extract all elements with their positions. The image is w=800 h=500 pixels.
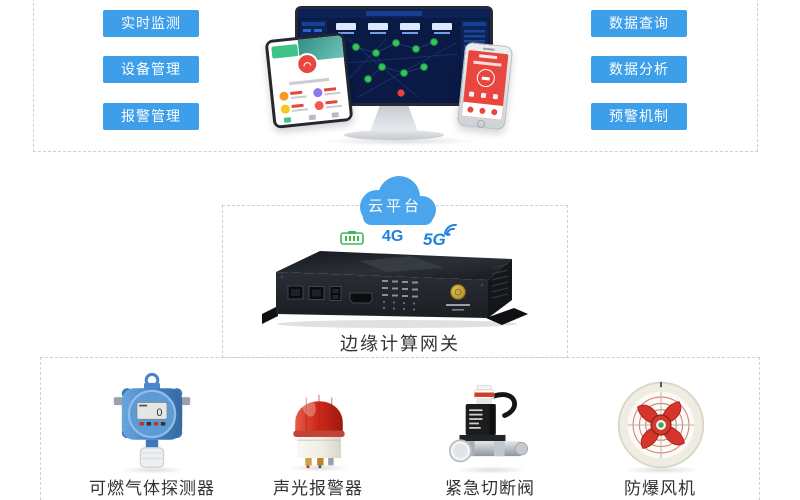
monitor-base	[344, 130, 444, 140]
phone-speaker	[482, 47, 495, 51]
fan-shadow	[622, 466, 702, 474]
phone-screen	[461, 50, 509, 120]
map-device-dots	[352, 38, 438, 83]
4g-label: 4G	[382, 228, 404, 245]
tablet-nav-icon-1	[283, 117, 292, 123]
alarm-label: 声光报警器	[273, 479, 363, 498]
tablet-device	[264, 32, 354, 129]
gateway-led-grid	[382, 280, 418, 298]
cloud-platform: 云平台	[347, 173, 443, 229]
tablet-nav-icon-3	[331, 112, 339, 118]
tablet-caption-line	[289, 77, 330, 86]
5g-signal-icon	[444, 223, 457, 236]
5g-label: 5G	[423, 230, 446, 249]
feature-chip-device-management: 设备管理	[103, 56, 199, 83]
svg-text:0: 0	[156, 407, 162, 419]
gas-detector-shadow	[120, 466, 186, 474]
feature-chip-data-query: 数据查询	[591, 10, 687, 37]
alarm-image	[293, 394, 345, 469]
tablet-screen	[267, 35, 351, 126]
phone-device	[456, 41, 514, 131]
valve-label: 紧急切断阀	[445, 479, 535, 498]
cloud-platform-label: 云平台	[367, 198, 422, 215]
gas-detector-image: 0	[113, 372, 191, 468]
fan-image	[617, 381, 705, 469]
edge-gateway-image	[262, 251, 528, 328]
feature-chip-data-analysis: 数据分析	[591, 56, 687, 83]
feature-chip-early-warning: 预警机制	[591, 103, 687, 130]
gateway-usb-port	[329, 286, 342, 301]
map-alarm-dot	[397, 89, 405, 97]
tablet-green-tag	[271, 44, 299, 59]
phone-home-button	[476, 119, 486, 129]
phone-action-ring	[475, 68, 496, 88]
gas-detector-label: 可燃气体探测器	[89, 479, 215, 498]
feature-chip-alarm-management: 报警管理	[103, 103, 199, 130]
valve-shadow	[455, 466, 527, 474]
monitor-shadow	[320, 136, 480, 146]
monitor-stand	[370, 106, 418, 132]
fan-label: 防爆风机	[624, 479, 696, 498]
tablet-nav-icon-2	[308, 114, 317, 121]
valve-image	[448, 385, 529, 463]
platform-section-box	[33, 0, 758, 152]
ethernet-icon	[340, 231, 364, 245]
cloud-icon	[360, 176, 436, 225]
edge-gateway-label: 边缘计算网关	[340, 334, 460, 354]
field-devices-section-box	[40, 357, 760, 500]
gateway-hdmi-port	[349, 292, 373, 304]
feature-chip-realtime-monitoring: 实时监测	[103, 10, 199, 37]
gateway-ethernet-ports	[287, 285, 325, 300]
